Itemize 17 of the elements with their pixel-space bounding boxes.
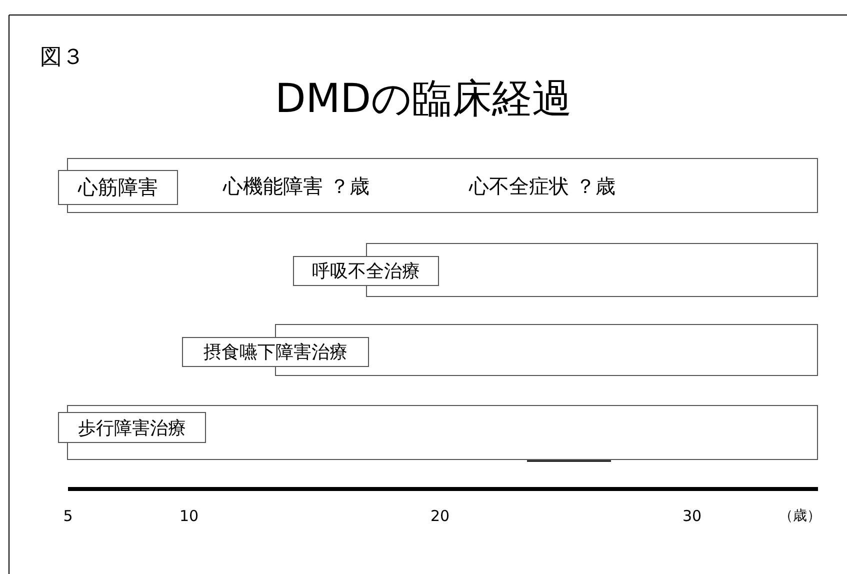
timeline-bar (67, 405, 818, 460)
timeline-bar (366, 243, 818, 297)
axis-unit: （歳） (779, 507, 821, 525)
tick-label: 5 (63, 507, 73, 526)
label-box: 歩行障害治療 (58, 412, 206, 443)
timeline-bar (275, 324, 818, 376)
timeline-bar (67, 158, 818, 213)
bar-text: 心不全症状 ？歳 (469, 173, 616, 199)
label-box: 摂食嚥下障害治療 (182, 337, 369, 367)
tick-label: 20 (430, 507, 450, 526)
label-box: 心筋障害 (58, 170, 178, 205)
figure-number: 図３ (40, 45, 84, 71)
label-box: 呼吸不全治療 (293, 256, 439, 286)
tick-label: 10 (179, 507, 199, 526)
title: DMDの臨床経過 (274, 75, 574, 124)
bar-text: 心機能障害 ？歳 (223, 173, 370, 199)
tick-label: 30 (682, 507, 702, 526)
